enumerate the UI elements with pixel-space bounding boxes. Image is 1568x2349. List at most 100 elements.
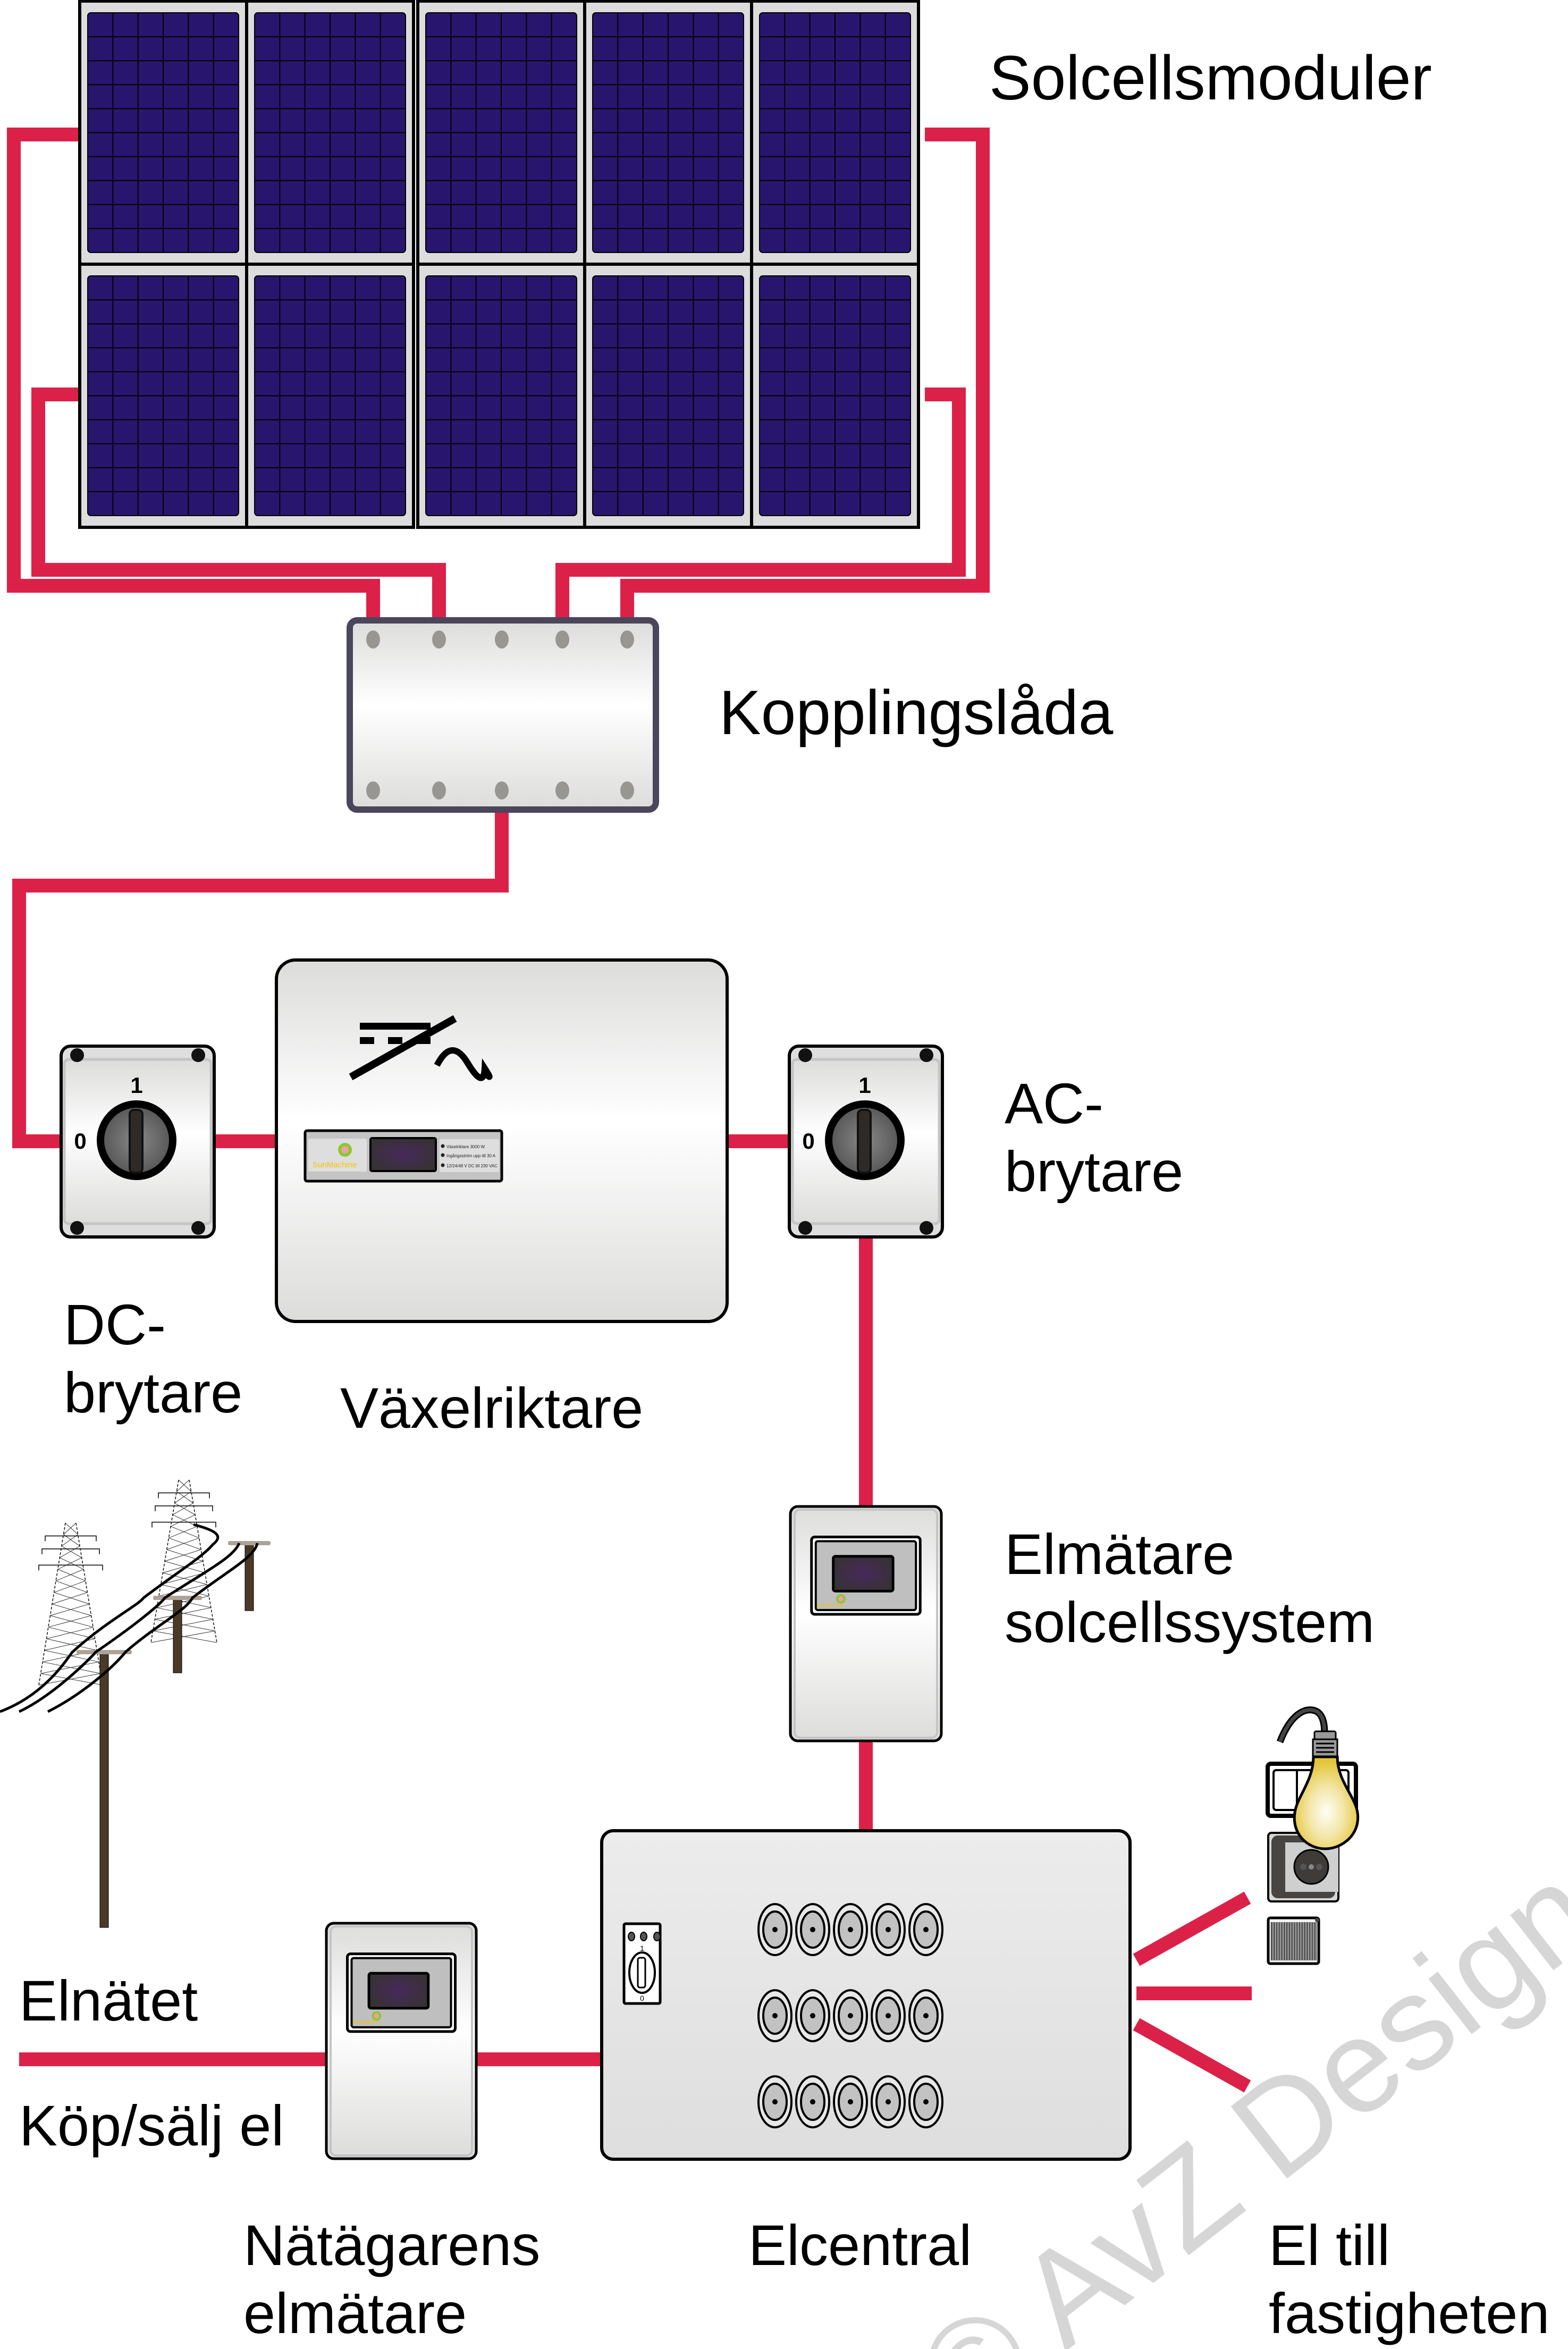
fuse[interactable] xyxy=(908,1989,943,2042)
wire-segment xyxy=(12,810,509,1148)
sun-logo-icon xyxy=(338,1143,352,1157)
label-grid-meter-line1: Nätägarens xyxy=(243,2213,541,2277)
main-switch-handle xyxy=(637,1957,646,1989)
wire-segment xyxy=(1133,2018,1251,2093)
main-switch[interactable]: 1 0 xyxy=(622,1922,662,2005)
spec-voltage: 12/24/48 V DC till 230 VAC xyxy=(446,1164,498,1168)
socket-pin-hole xyxy=(1316,1864,1322,1870)
fuse[interactable] xyxy=(871,1903,906,1956)
meter-bezel xyxy=(794,1509,938,1739)
distribution-board: 1 0 xyxy=(600,1829,1132,2161)
bulb-glass-icon xyxy=(1293,1755,1360,1850)
fuse[interactable] xyxy=(833,1989,868,2042)
solar-module xyxy=(583,263,753,529)
meter-brand: SunMachine xyxy=(352,2019,379,2025)
brand-plate xyxy=(308,1139,367,1172)
tower-bracing xyxy=(174,1491,193,1504)
terminal-icon xyxy=(366,781,380,799)
sun-logo-core xyxy=(374,2013,380,2019)
pole-crossarm xyxy=(77,1650,132,1654)
label-dc-switch: DC- brytare xyxy=(64,1296,242,1421)
tower-bracing xyxy=(170,1514,198,1527)
fuse[interactable] xyxy=(833,1903,868,1956)
inverter-display[interactable] xyxy=(369,1137,437,1172)
radiator xyxy=(1267,1916,1320,1965)
meter-display[interactable] xyxy=(832,1555,895,1593)
terminal-icon xyxy=(555,630,569,649)
fuse[interactable] xyxy=(757,1989,793,2042)
terminal-icon xyxy=(495,781,509,799)
label-grid-meter: Nätägarens elmätare xyxy=(243,2217,540,2342)
transmission-tower xyxy=(150,1479,217,1643)
tower-bracing xyxy=(40,1661,101,1674)
wire-segment xyxy=(555,388,966,620)
tower-bracing xyxy=(44,1638,97,1651)
tower-bracing xyxy=(52,1592,90,1604)
switch-handle[interactable] xyxy=(129,1109,144,1174)
utility-pole xyxy=(153,1596,202,1673)
meter-brand: SunMachine xyxy=(817,1602,844,1607)
spec-current: Ingångsström upp till 30 A xyxy=(446,1154,496,1158)
tower-bracing xyxy=(54,1580,88,1593)
fuse[interactable] xyxy=(757,1903,793,1956)
screw-icon xyxy=(798,1221,812,1235)
ac-switch[interactable]: 10 xyxy=(788,1045,944,1239)
transmission-tower xyxy=(38,1522,103,1686)
wiring xyxy=(7,128,1252,2093)
junction-box xyxy=(347,617,659,813)
wire-segment xyxy=(620,128,990,620)
tower-bracing xyxy=(63,1522,78,1535)
fuse-indicator xyxy=(810,2013,815,2018)
fuse[interactable] xyxy=(795,1989,830,2042)
fuse-indicator xyxy=(886,1927,891,1932)
switch-on-mark: 1 xyxy=(858,1073,871,1098)
screw-icon xyxy=(920,1221,933,1235)
solar-module xyxy=(750,0,920,266)
dc-switch[interactable]: 10 xyxy=(60,1045,216,1239)
terminal-icon xyxy=(432,630,446,649)
fuse-grid xyxy=(757,1903,943,2128)
fuse-indicator xyxy=(848,2099,853,2104)
meter-display[interactable] xyxy=(367,1972,430,2010)
fuse[interactable] xyxy=(871,2075,906,2128)
socket-screw-icon xyxy=(1309,1864,1314,1870)
sun-logo-core xyxy=(838,1596,844,1602)
fuse-indicator xyxy=(810,1927,815,1932)
terminal-icon xyxy=(620,630,634,649)
label-ac-switch-line1: AC- xyxy=(1005,1071,1103,1135)
screw-icon xyxy=(798,1048,812,1062)
fuse-indicator xyxy=(848,2013,853,2018)
fuse[interactable] xyxy=(908,1903,943,1956)
label-property-line2: fastigheten xyxy=(1269,2281,1550,2345)
label-grid: Elnätet xyxy=(19,1968,198,2033)
tower-bracing xyxy=(61,1534,80,1546)
label-solar-modules: Solcellsmoduler xyxy=(989,43,1432,113)
tower-bracing xyxy=(48,1615,94,1628)
dc-symbol-dash xyxy=(388,1037,402,1044)
fuse[interactable] xyxy=(757,2075,793,2128)
switch-off-mark: 0 xyxy=(802,1129,814,1154)
fuse[interactable] xyxy=(908,2075,943,2128)
solar-module xyxy=(78,0,248,266)
switch-handle[interactable] xyxy=(857,1109,872,1174)
tower-bracing xyxy=(150,1630,217,1643)
wall-socket[interactable] xyxy=(1267,1832,1339,1902)
radiator-valve-icon xyxy=(1315,1918,1319,1922)
tower-crossarm xyxy=(45,1535,97,1542)
main-switch-off-mark: 0 xyxy=(640,1994,644,2002)
wire-segment xyxy=(31,388,446,620)
spec-bullet xyxy=(441,1163,445,1167)
fuse[interactable] xyxy=(795,1903,830,1956)
fuse[interactable] xyxy=(833,2075,868,2128)
tower-crossarm xyxy=(38,1564,103,1571)
fuse[interactable] xyxy=(795,2075,830,2128)
dc-symbol-icon xyxy=(360,1023,431,1030)
fuse-indicator xyxy=(810,2099,815,2104)
spec-bullet xyxy=(441,1144,445,1148)
meter-bezel xyxy=(330,1925,473,2157)
label-solar-meter: Elmätare solcellssystem xyxy=(1005,1526,1375,1651)
grid-owner-meter: SunMachine xyxy=(325,1922,478,2160)
terminal-icon xyxy=(432,781,446,799)
fuse[interactable] xyxy=(871,1989,906,2042)
